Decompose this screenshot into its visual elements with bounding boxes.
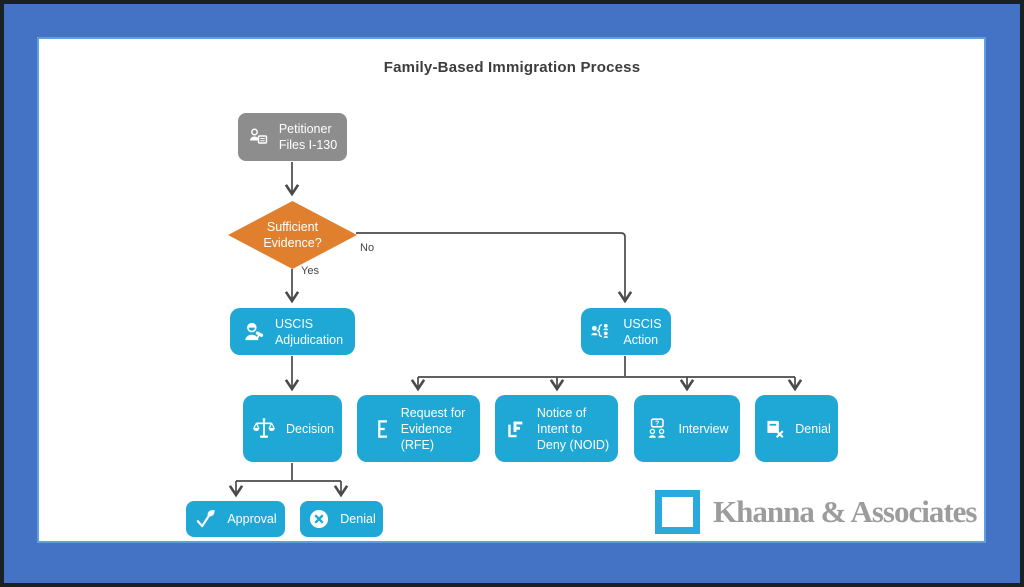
node-label: Interview (678, 421, 729, 436)
leaf-check-icon (194, 507, 218, 531)
svg-text:?: ? (656, 419, 660, 427)
people-question-bubble-icon: ? (645, 417, 669, 441)
judge-gavel-icon (242, 320, 266, 344)
logo-text: Khanna & Associates (713, 494, 977, 529)
node-denial-final: Denial (300, 501, 383, 537)
node-label: Denial (795, 421, 831, 436)
person-id-card-icon (248, 126, 270, 148)
node-decision: Decision (243, 395, 342, 462)
balance-scales-icon (251, 416, 277, 442)
node-label: Sufficient Evidence? (263, 220, 322, 250)
node-uscis-adjudication: USCIS Adjudication (230, 308, 355, 355)
node-approval: Approval (186, 501, 285, 537)
node-label: Approval (227, 512, 277, 526)
diagram-canvas (37, 37, 986, 543)
node-interview: ? Interview (634, 395, 740, 462)
logo-square-icon (655, 490, 700, 534)
document-x-icon (762, 417, 786, 441)
diagram-title: Family-Based Immigration Process (383, 59, 641, 76)
node-label: Notice of Intent to Deny (NOID) (536, 405, 610, 452)
corner-f-icon (504, 417, 528, 441)
circle-x-icon (307, 507, 331, 531)
node-uscis-action: USCIS Action (581, 308, 671, 355)
edge-label-no: No (360, 242, 375, 254)
node-label: USCIS Action (623, 316, 662, 347)
node-notice-of-intent-to-deny: Notice of Intent to Deny (NOID) (495, 395, 618, 462)
khanna-associates-logo: Khanna & Associates (655, 490, 977, 534)
node-denial-action: Denial (755, 395, 838, 462)
node-sufficient-evidence: Sufficient Evidence? (228, 201, 357, 269)
node-petitioner-files-i130: Petitioner Files I-130 (238, 113, 347, 161)
node-label: Decision (286, 421, 334, 436)
people-brace-icon (590, 320, 614, 344)
decision-diamond-shape (228, 201, 357, 269)
node-label: USCIS Adjudication (274, 316, 344, 347)
node-request-for-evidence: Request for Evidence (RFE) (357, 395, 480, 462)
edge-label-yes: Yes (301, 265, 319, 277)
node-label: Denial (340, 512, 376, 526)
letter-e-icon (372, 417, 392, 441)
node-label: Request for Evidence (RFE) (400, 405, 466, 452)
node-label: Petitioner Files I-130 (278, 122, 338, 152)
